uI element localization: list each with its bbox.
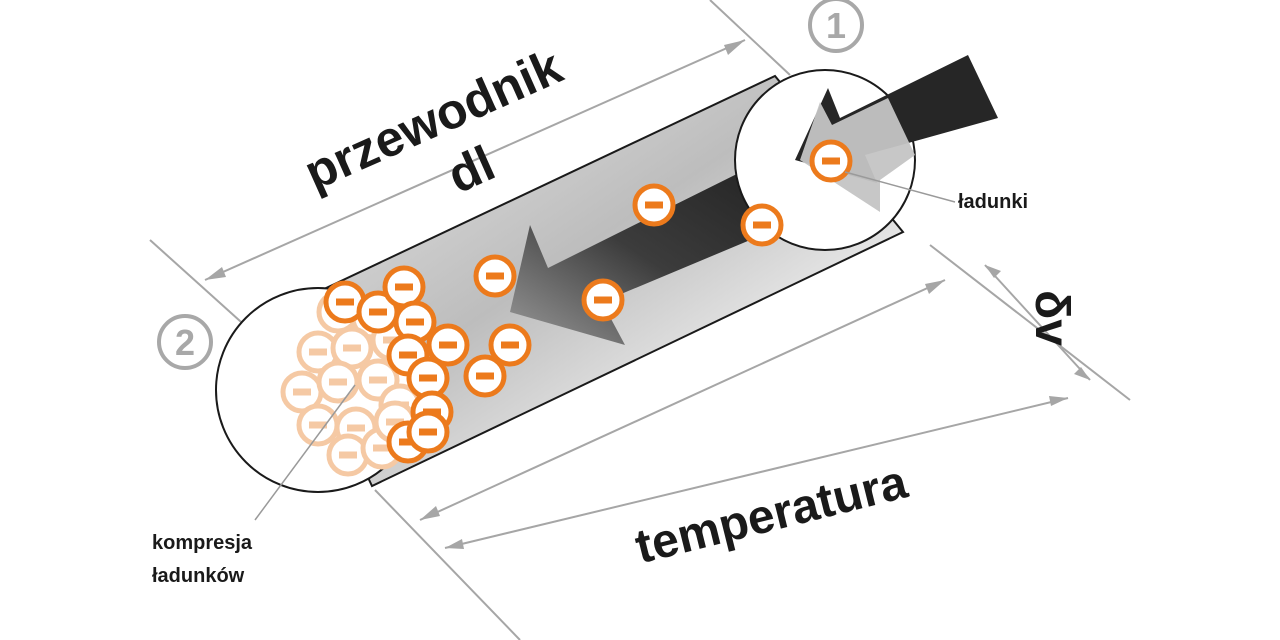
minus-sign-icon bbox=[822, 157, 840, 165]
dimension-arrowheads bbox=[205, 40, 1090, 549]
minus-sign-icon bbox=[293, 388, 311, 396]
point-1-number: 1 bbox=[826, 5, 846, 46]
charges-label: ładunki bbox=[958, 191, 1028, 213]
minus-sign-icon bbox=[339, 451, 357, 459]
minus-sign-icon bbox=[336, 298, 354, 306]
point-1-circle bbox=[808, 0, 864, 53]
point-1-marker: 1 bbox=[808, 0, 864, 53]
delta-v-label: δv bbox=[1025, 290, 1078, 346]
minus-sign-icon bbox=[395, 283, 413, 291]
minus-sign-icon bbox=[406, 318, 424, 326]
conductor-label: przewodnik bbox=[296, 38, 570, 201]
charge bbox=[406, 410, 450, 454]
charge bbox=[632, 183, 676, 227]
minus-sign-icon bbox=[399, 351, 417, 359]
minus-sign-icon bbox=[476, 372, 494, 380]
length-label: dl bbox=[439, 135, 502, 204]
compression-label-line2: ładunków bbox=[152, 565, 245, 587]
temperature-label: temperatura bbox=[630, 456, 912, 575]
dimension-lines bbox=[149, 0, 1131, 640]
minus-sign-icon bbox=[309, 348, 327, 356]
minus-sign-icon bbox=[329, 378, 347, 386]
minus-sign-icon bbox=[439, 341, 457, 349]
minus-sign-icon bbox=[419, 428, 437, 436]
charge bbox=[581, 278, 625, 322]
entry-arrow-ghost bbox=[800, 98, 915, 212]
charge bbox=[809, 139, 853, 183]
minus-sign-icon bbox=[347, 424, 365, 432]
minus-sign-icon bbox=[486, 272, 504, 280]
charges-group bbox=[280, 139, 853, 477]
charge bbox=[393, 300, 437, 344]
charge bbox=[296, 403, 340, 447]
minus-sign-icon bbox=[753, 221, 771, 229]
leader-lines bbox=[254, 171, 956, 521]
charge bbox=[473, 254, 517, 298]
minus-sign-icon bbox=[399, 438, 417, 446]
point-2-circle bbox=[157, 314, 213, 370]
point-2-marker: 2 bbox=[157, 314, 213, 370]
point-2-number: 2 bbox=[175, 322, 195, 363]
minus-sign-icon bbox=[369, 308, 387, 316]
minus-sign-icon bbox=[419, 374, 437, 382]
minus-sign-icon bbox=[343, 344, 361, 352]
charge bbox=[326, 433, 370, 477]
minus-sign-icon bbox=[383, 336, 401, 344]
minus-sign-icon bbox=[594, 296, 612, 304]
minus-sign-icon bbox=[309, 421, 327, 429]
charge bbox=[316, 360, 360, 404]
minus-sign-icon bbox=[645, 201, 663, 209]
charge bbox=[382, 265, 426, 309]
minus-sign-icon bbox=[369, 376, 387, 384]
charge bbox=[740, 203, 784, 247]
minus-sign-icon bbox=[501, 341, 519, 349]
minus-sign-icon bbox=[373, 444, 391, 452]
charge bbox=[488, 323, 532, 367]
charge bbox=[426, 323, 470, 367]
charge bbox=[463, 354, 507, 398]
compression-label-line1: kompresja bbox=[152, 532, 253, 554]
minus-sign-icon bbox=[386, 418, 404, 426]
